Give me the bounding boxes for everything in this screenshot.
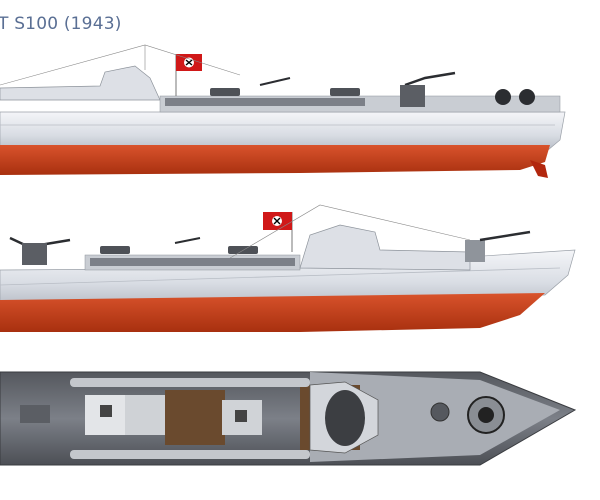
profile-view-2 <box>0 204 576 332</box>
top-view <box>0 371 577 466</box>
profile-view-1 <box>0 44 566 178</box>
drawing-title: T S100 (1943) <box>0 14 122 34</box>
